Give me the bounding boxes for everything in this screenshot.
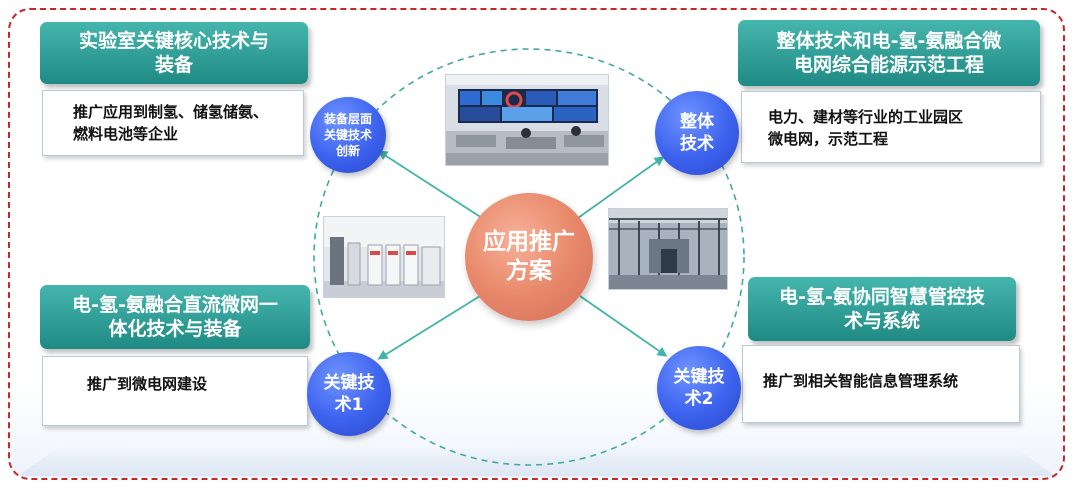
- node-line: 术1: [334, 395, 364, 415]
- center-line: 方案: [506, 258, 552, 284]
- desc-line: 微电网，示范工程: [768, 130, 889, 148]
- title-integrated-tech: 整体技术和电-氢-氨融合微电网综合能源示范工程: [738, 20, 1040, 86]
- desc-lab-core-tech: 推广应用到制氢、储氢储氨、燃料电池等企业: [42, 90, 304, 156]
- lab-equipment-image: [324, 217, 444, 297]
- substation-image: [609, 209, 727, 289]
- desc-line: 电力、建材等行业的工业园区: [768, 108, 964, 126]
- node-line: 整体: [680, 112, 714, 132]
- desc-line: 推广到相关智能信息管理系统: [763, 372, 959, 390]
- floor-gradient: [18, 446, 1055, 476]
- desc-line: 推广到微电网建设: [87, 375, 208, 393]
- node-key-tech-2: 关键技术2: [657, 346, 741, 430]
- title-line: 装备: [154, 54, 193, 76]
- node-line: 关键技: [323, 373, 375, 393]
- photo-lab-equipment: [323, 216, 445, 298]
- desc-line: 燃料电池等企业: [73, 125, 179, 143]
- node-key-tech-1: 关键技术1: [307, 352, 391, 436]
- title-smart-control: 电-氢-氨协同智慧管控技术与系统: [748, 277, 1016, 341]
- title-line: 整体技术和电-氢-氨融合微: [776, 30, 1002, 52]
- title-line: 术与系统: [843, 310, 920, 332]
- node-equipment-innovation: 装备层面关键技术创新: [310, 97, 386, 173]
- photo-substation: [608, 208, 728, 290]
- title-lab-core-tech: 实验室关键核心技术与装备: [40, 22, 308, 84]
- node-line: 装备层面: [323, 112, 372, 126]
- desc-smart-control: 推广到相关智能信息管理系统: [742, 345, 1020, 423]
- title-line: 实验室关键核心技术与: [78, 30, 269, 52]
- desc-dc-microgrid: 推广到微电网建设: [42, 356, 308, 426]
- arrow-to-bottom-right: [579, 295, 668, 357]
- node-line: 关键技术: [323, 128, 372, 142]
- title-line: 电-氢-氨协同智慧管控技: [779, 286, 985, 308]
- desc-integrated-tech: 电力、建材等行业的工业园区微电网，示范工程: [741, 91, 1041, 163]
- photo-control-room: [445, 74, 609, 166]
- title-line: 体化技术与装备: [108, 318, 242, 340]
- node-line: 关键技: [673, 367, 725, 387]
- title-line: 电网综合能源示范工程: [793, 54, 984, 76]
- dashed-orbit: [313, 48, 745, 466]
- center-line: 应用推广: [483, 229, 575, 255]
- arrow-to-top-right: [577, 156, 665, 219]
- arrow-to-top-left: [377, 150, 483, 219]
- center-application-plan: 应用推广方案: [465, 193, 593, 321]
- title-line: 电-氢-氨融合直流微网一: [72, 294, 278, 316]
- node-integrated-tech: 整体技术: [655, 91, 739, 175]
- node-line: 技术: [680, 134, 714, 154]
- node-line: 创新: [335, 144, 360, 158]
- node-line: 术2: [684, 389, 714, 409]
- arrow-to-bottom-left: [377, 295, 481, 360]
- desc-line: 推广应用到制氢、储氢储氨、: [73, 103, 269, 121]
- title-dc-microgrid: 电-氢-氨融合直流微网一体化技术与装备: [40, 285, 310, 349]
- control-room-image: [446, 75, 608, 165]
